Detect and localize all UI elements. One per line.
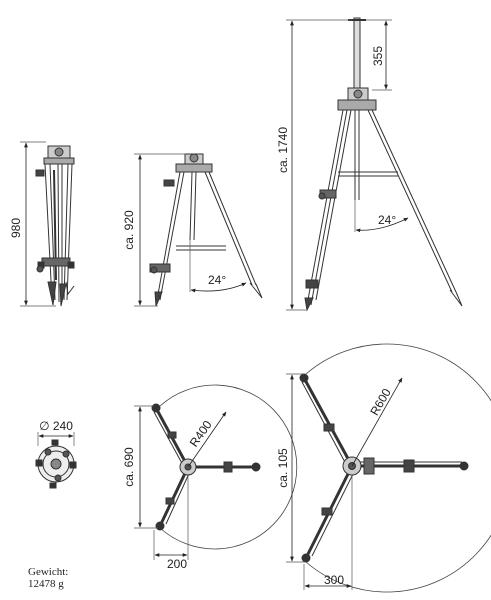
diameter-dimension: ∅ 240: [37, 419, 75, 446]
small-span-label: ca. 690: [122, 447, 136, 487]
plan-view-large: [299, 343, 491, 593]
head-top-view: [35, 439, 77, 489]
extension-dimension: 355: [366, 19, 392, 91]
small-offset-dimension: 200: [153, 476, 189, 571]
small-offset-label: 200: [167, 557, 187, 571]
max-angle-dimension: 24°: [354, 200, 409, 233]
plan-view-small: [151, 384, 298, 550]
folded-tripod-view: [35, 145, 75, 307]
max-height-label: ca. 1740: [276, 127, 290, 173]
folded-height-dimension: 980: [9, 141, 56, 307]
large-span-label: ca. 105: [276, 448, 290, 488]
weight-value: 12478 g: [28, 578, 64, 590]
large-radius-label: R600: [367, 386, 394, 418]
weight-note: Gewicht: 12478 g: [28, 566, 68, 590]
max-height-dimension: ca. 1740: [276, 19, 352, 311]
min-angle-label: 24°: [208, 273, 226, 287]
min-height-dimension: ca. 920: [122, 153, 186, 307]
tripod-max-height-view: [304, 17, 463, 312]
small-radius-dimension: R400: [187, 411, 227, 468]
small-span-dimension: ca. 690: [122, 405, 158, 529]
large-radius-dimension: R600: [351, 377, 403, 467]
min-angle-dimension: 24°: [189, 240, 247, 293]
large-offset-dimension: 300: [303, 476, 353, 590]
diameter-label: ∅ 240: [39, 419, 73, 433]
weight-label: Gewicht:: [28, 566, 69, 578]
tripod-min-height-view: [149, 153, 263, 307]
extension-label: 355: [371, 46, 385, 66]
large-offset-label: 300: [324, 573, 344, 587]
folded-height-label: 980: [9, 218, 23, 238]
min-height-label: ca. 920: [122, 210, 136, 250]
max-angle-label: 24°: [378, 213, 396, 227]
large-span-dimension: ca. 105: [276, 373, 306, 563]
